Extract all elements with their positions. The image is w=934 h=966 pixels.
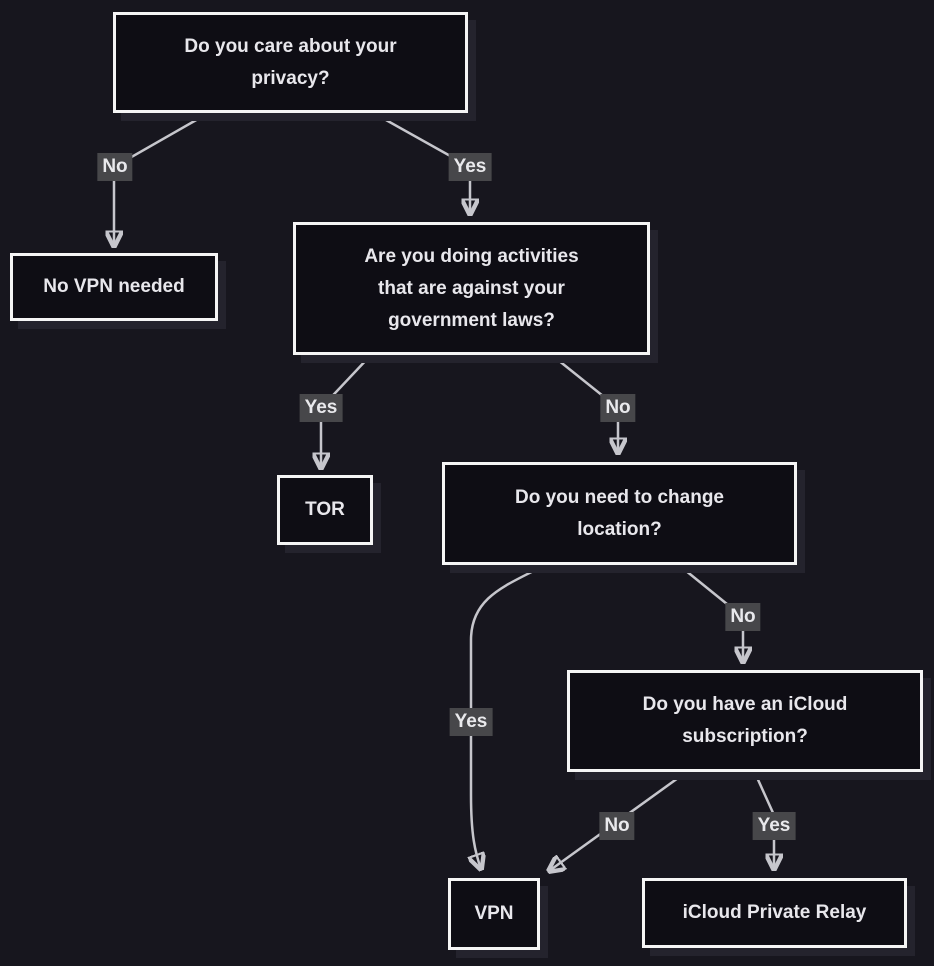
edge-label-privacy-no: No <box>97 153 133 181</box>
edge-label-location-no: No <box>725 603 761 631</box>
node-gov-laws-question: Are you doing activities that are agains… <box>293 222 650 355</box>
node-private-relay-result: iCloud Private Relay <box>642 878 907 948</box>
node-tor-result: TOR <box>277 475 373 545</box>
edge-label-gov-no: No <box>600 394 636 422</box>
edge-label-icloud-yes: Yes <box>752 812 796 840</box>
edge-label-privacy-yes: Yes <box>448 153 492 181</box>
node-vpn-result: VPN <box>448 878 540 950</box>
edge-label-icloud-no: No <box>599 812 635 840</box>
node-no-vpn-result: No VPN needed <box>10 253 218 321</box>
edge-path-location-yes <box>471 564 544 869</box>
node-location-question: Do you need to change location? <box>442 462 797 565</box>
edge-label-gov-yes: Yes <box>299 394 343 422</box>
node-icloud-question: Do you have an iCloud subscription? <box>567 670 923 772</box>
node-privacy-question: Do you care about your privacy? <box>113 12 468 113</box>
edge-label-location-yes: Yes <box>449 708 493 736</box>
